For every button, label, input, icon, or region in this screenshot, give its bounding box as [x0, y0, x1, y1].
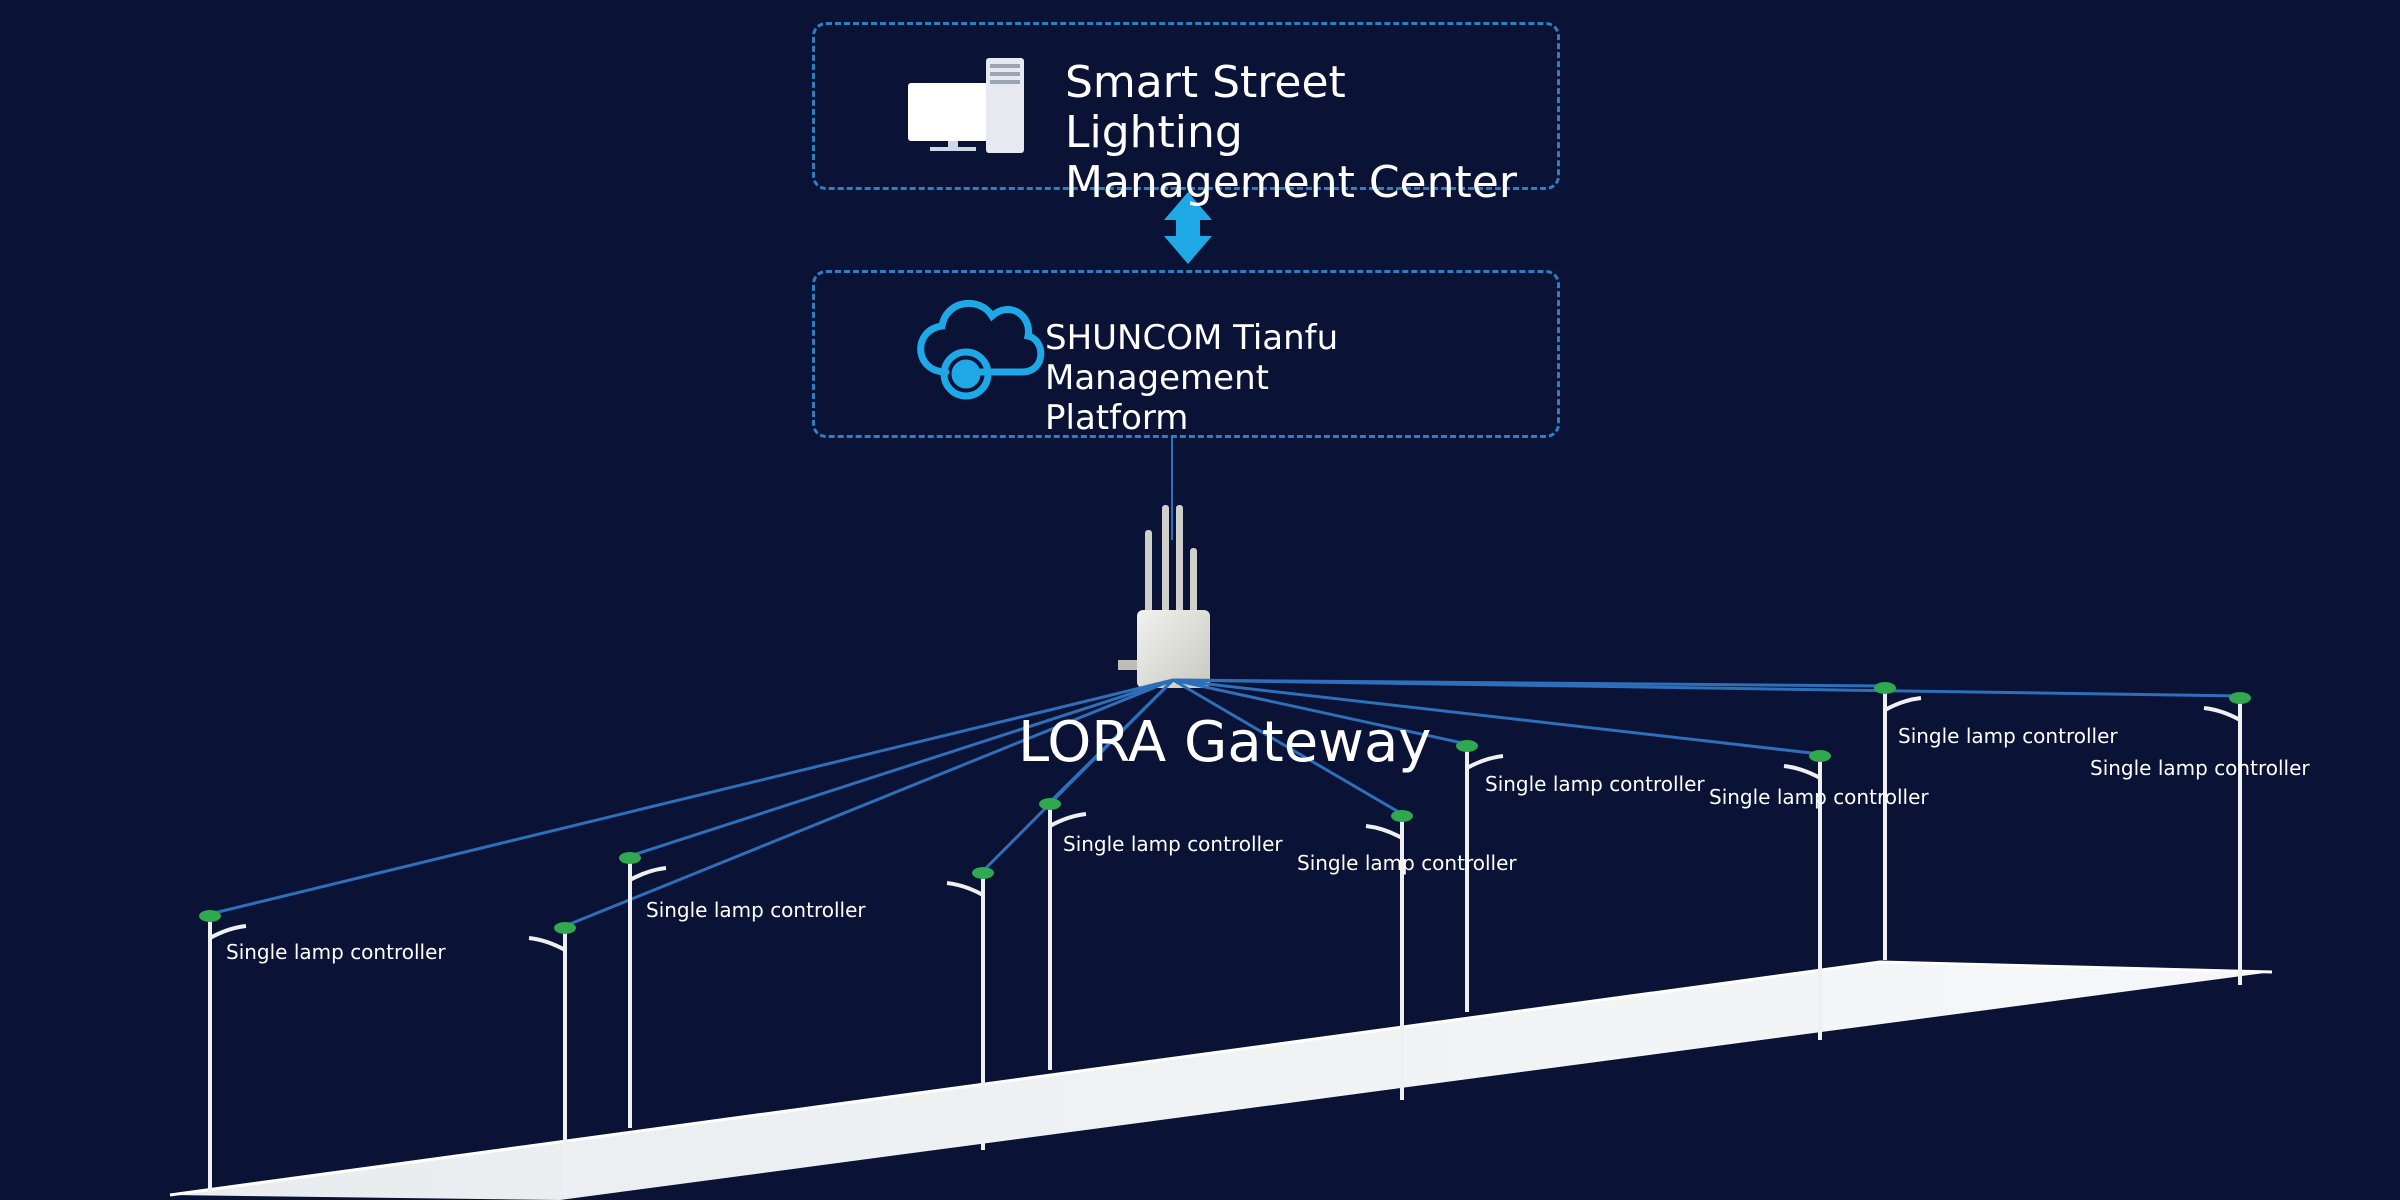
platform-title-line2: Platform [1045, 398, 1189, 438]
lamp-controller-icon [619, 852, 641, 864]
wireless-link [629, 678, 1174, 858]
lamp-label: Single lamp controller [1709, 785, 1929, 809]
road-edge [169, 960, 2273, 1197]
wireless-link [1172, 678, 1468, 746]
road [170, 962, 2272, 1200]
platform-title: SHUNCOM Tianfu Management Platform [1045, 318, 1545, 438]
lamp-arm [209, 924, 247, 940]
lamp-controller-icon [2229, 692, 2251, 704]
management-center-title-line1: Smart Street Lighting [1065, 57, 1346, 158]
lamp-arm [1884, 696, 1922, 712]
wireless-link [1172, 678, 1403, 816]
street-lamp [1039, 798, 1087, 1070]
lamp-controller-icon [1809, 750, 1831, 762]
lamp-controller-icon [972, 867, 994, 879]
street-lamp [1783, 750, 1831, 1040]
cloud-icon [917, 299, 1045, 400]
lamp-label: Single lamp controller [2090, 756, 2310, 780]
wireless-links [209, 678, 2241, 928]
lamp-arm [1365, 824, 1403, 840]
wireless-link [1172, 678, 1821, 756]
lamp-controller-icon [1874, 682, 1896, 694]
wireless-link [1048, 678, 1175, 804]
lamp-label: Single lamp controller [1898, 724, 2118, 748]
wireless-link [209, 678, 1174, 916]
management-center-title: Smart Street Lighting Management Center [1065, 58, 1525, 208]
lamp-arm [1783, 764, 1821, 780]
street-lamp [1456, 740, 1504, 1012]
lamp-label: Single lamp controller [1485, 772, 1705, 796]
platform-title-line1: SHUNCOM Tianfu Management [1045, 318, 1339, 398]
lamp-controller-icon [1391, 810, 1413, 822]
platform-box [812, 270, 1560, 438]
lamp-arm [2203, 706, 2241, 722]
lamp-arm [528, 936, 566, 952]
wireless-link [1172, 678, 2241, 698]
lamp-controller-icon [1039, 798, 1061, 810]
lamp-label: Single lamp controller [1297, 851, 1517, 875]
lamp-arm [629, 866, 667, 882]
street-lamps [199, 682, 2251, 1195]
lamp-label: Single lamp controller [646, 898, 866, 922]
street-lamp [528, 922, 576, 1195]
lamp-label: Single lamp controller [226, 940, 446, 964]
lamp-controller-icon [1456, 740, 1478, 752]
computer-icon [908, 58, 1024, 153]
management-center-title-line2: Management Center [1065, 157, 1517, 208]
bidirectional-arrow-icon [1164, 192, 1212, 264]
lamp-arm [946, 881, 984, 897]
street-lamp [946, 867, 994, 1150]
street-lamp [1365, 810, 1413, 1100]
gateway-label: LORA Gateway [1018, 710, 1432, 775]
street-lamp [619, 852, 667, 1128]
lamp-controller-icon [554, 922, 576, 934]
lamp-arm [1049, 812, 1087, 828]
lamp-label: Single lamp controller [1063, 832, 1283, 856]
lamp-controller-icon [199, 910, 221, 922]
street-lamp [1874, 682, 1922, 960]
street-lamp [199, 910, 247, 1195]
wireless-link [564, 678, 1174, 928]
lamp-arm [1466, 754, 1504, 770]
management-center-box [812, 22, 1560, 190]
street-lamp [2203, 692, 2251, 985]
lora-gateway-device [1118, 505, 1210, 688]
